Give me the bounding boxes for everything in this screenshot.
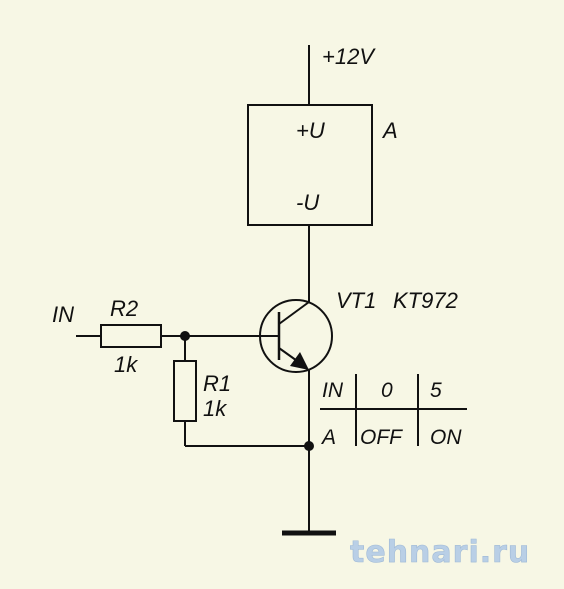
load-minus-label: -U	[296, 190, 319, 215]
table-header-in: IN	[322, 379, 344, 402]
supply-label: +12V	[322, 44, 376, 69]
r2-name: R2	[110, 296, 138, 321]
table-row-label: A	[320, 426, 336, 449]
input-label: IN	[52, 302, 74, 327]
r2-value: 1k	[114, 352, 138, 377]
emitter-junction-dot	[304, 441, 314, 451]
watermark: tehnari.ru	[350, 535, 530, 570]
resistor-r1	[173, 360, 197, 422]
r1-name: R1	[203, 371, 231, 396]
truth-table: IN 0 5 A OFF ON	[320, 374, 467, 449]
table-cell-on: ON	[430, 426, 462, 449]
transistor-designator: VT1	[336, 288, 376, 313]
transistor-part: KT972	[393, 288, 458, 313]
table-cell-off: OFF	[360, 426, 403, 449]
table-header-5: 5	[430, 379, 442, 402]
npn-transistor-symbol	[259, 299, 333, 373]
resistor-r2	[100, 324, 162, 348]
load-designator: A	[381, 118, 398, 143]
emitter-arrow-icon	[290, 352, 309, 370]
load-plus-label: +U	[296, 118, 325, 143]
table-header-0: 0	[381, 379, 393, 402]
r1-value: 1k	[203, 396, 227, 421]
